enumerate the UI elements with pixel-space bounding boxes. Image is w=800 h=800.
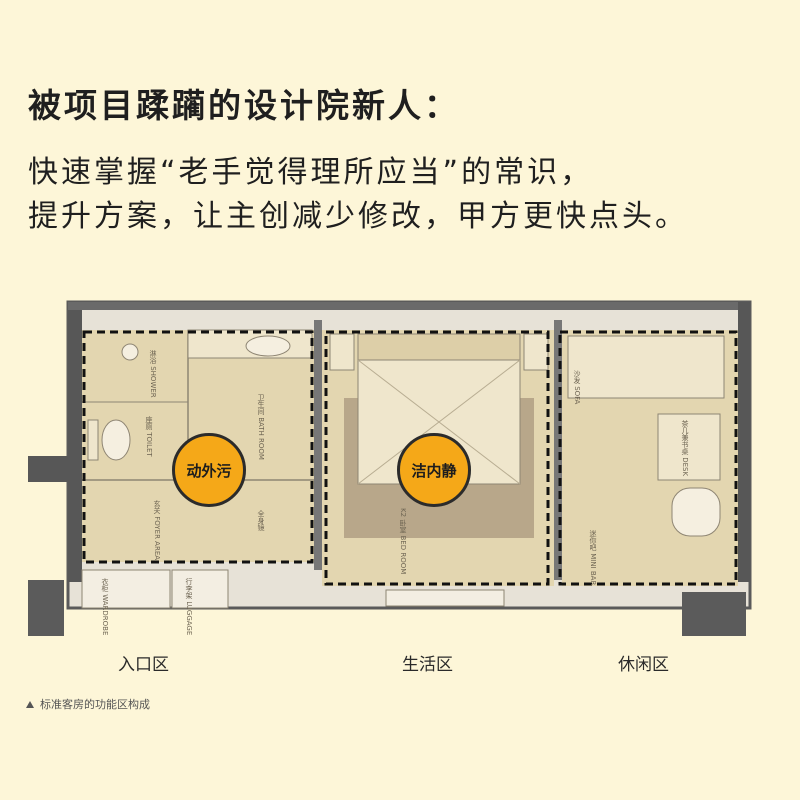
room-label-toilet: 座厕 TOILET: [145, 416, 153, 457]
column-right: [682, 592, 746, 636]
partition-2: [554, 320, 562, 580]
headline: 被项目蹂躏的设计院新人：: [28, 86, 460, 125]
nightstand-right: [523, 333, 549, 371]
body-line-2: 提升方案，让主创减少修改，甲方更快点头。: [28, 199, 688, 234]
floor-plan: [28, 300, 752, 636]
room-label-luggage: 行李架 LUGGAGE: [185, 578, 193, 636]
wall-left: [68, 302, 82, 582]
badge-clean-zone: 洁内静: [397, 433, 471, 507]
shower-drain: [121, 343, 139, 361]
armchair: [671, 487, 721, 537]
luggage-rack: [171, 569, 229, 609]
desk: [657, 413, 721, 481]
room-label-bathroom: 卫生间 BATH ROOM: [257, 394, 265, 460]
partition-1: [314, 320, 322, 570]
toilet-tank: [87, 419, 99, 461]
room-label-wardrobe: 衣柜 WARDROBE: [101, 578, 109, 636]
toilet-bowl: [101, 419, 131, 461]
figure-caption: 标准客房的功能区构成: [26, 696, 150, 712]
window-sill: [385, 589, 505, 607]
zone-sofa-outline: [558, 330, 738, 586]
room-label-foyer: 玄关 FOYER AREA: [153, 500, 161, 561]
wall-stub-left: [28, 456, 68, 482]
room-label-minibar: 迷你吧 MINI BAR: [589, 530, 597, 586]
room-label-mirror: 全身镜: [257, 510, 265, 531]
column-left: [28, 580, 64, 636]
triangle-icon: [26, 700, 34, 708]
room-label-shower: 淋浴 SHOWER: [149, 350, 157, 398]
zone-bath-outline: [82, 330, 314, 564]
room-label-bedroom: K2 卧室 BED ROOM: [399, 508, 407, 575]
caption-text: 标准客房的功能区构成: [40, 698, 150, 711]
sofa: [567, 335, 725, 399]
bed-fold-2: [357, 359, 521, 485]
zone-label-living: 生活区: [402, 655, 453, 675]
zone-label-entry: 入口区: [118, 655, 169, 675]
wall-top: [68, 302, 750, 310]
zone-label-leisure: 休闲区: [618, 655, 669, 675]
nightstand-left: [329, 333, 355, 371]
headboard: [357, 333, 521, 361]
zone-bed-outline: [324, 330, 550, 586]
wardrobe: [81, 569, 171, 609]
wall-right: [738, 302, 750, 582]
sink: [245, 335, 291, 357]
room-label-desk: 茶几兼书桌 DESK: [681, 420, 689, 477]
room-label-sofa: 沙发 SOFA: [573, 370, 581, 405]
body-line-1: 快速掌握“老手觉得理所应当”的常识，: [28, 155, 594, 190]
badge-dirty-zone: 动外污: [172, 433, 246, 507]
